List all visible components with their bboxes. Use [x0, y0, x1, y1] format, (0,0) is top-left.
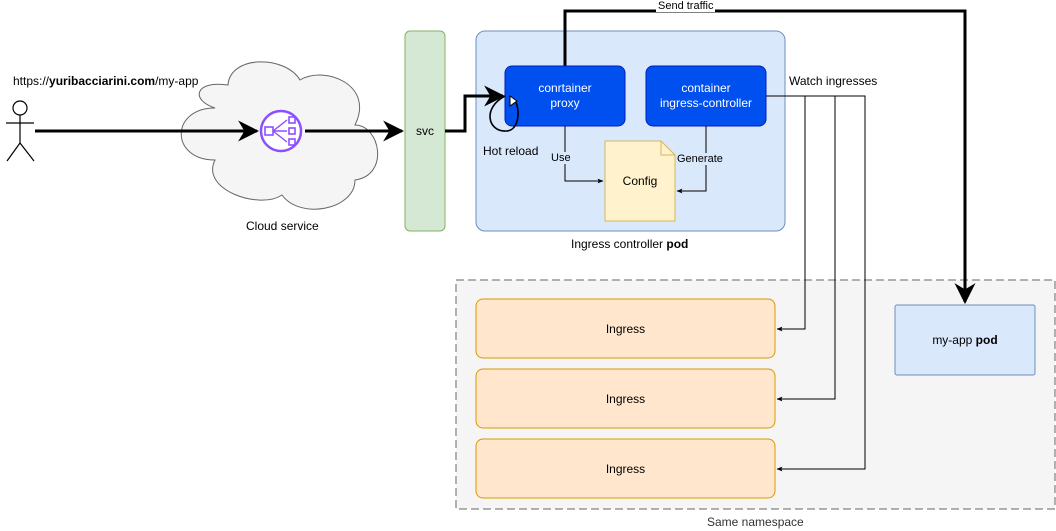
send-traffic-label: Send traffic	[656, 0, 716, 12]
hot-reload-loop	[489, 95, 519, 132]
ingress-label-2: Ingress	[605, 391, 646, 406]
hot-reload-label: Hot reload	[483, 144, 539, 158]
arrow-svc-to-proxy	[445, 85, 506, 133]
ingress-controller-pod-label: Ingress controller pod	[571, 237, 689, 251]
controller-label-line2: ingress-controller	[659, 96, 753, 110]
ingress-box-1[interactable]	[475, 298, 776, 359]
use-label: Use	[551, 152, 571, 164]
config-label: Config	[622, 174, 658, 188]
config-note[interactable]	[604, 140, 676, 222]
ingress-label-3: Ingress	[605, 461, 646, 476]
arrow-use	[564, 126, 604, 184]
proxy-label-line2: proxy	[550, 96, 580, 110]
controller-label-line1: container	[681, 81, 731, 95]
arrow-send-traffic	[563, 9, 976, 305]
my-app-pod-box[interactable]	[894, 304, 1036, 376]
same-namespace-label: Same namespace	[707, 515, 804, 529]
controller-label: container ingress-controller	[646, 66, 766, 126]
my-app-pod-label: my-app pod	[932, 333, 998, 347]
ingress-box-2[interactable]	[475, 368, 776, 429]
load-balancer-icon	[259, 109, 303, 153]
person-icon	[6, 100, 35, 162]
watch-ingresses-label: Watch ingresses	[789, 74, 878, 88]
svc-label: svc	[416, 124, 434, 138]
proxy-label-line1: conrtainer	[538, 81, 592, 95]
proxy-label: conrtainer proxy	[505, 66, 625, 126]
watch-ingresses-arrows	[766, 95, 866, 472]
hot-reload-arrowhead	[509, 95, 518, 107]
ingress-box-3[interactable]	[475, 438, 776, 499]
arrow-generate	[676, 126, 707, 194]
url-label: https://yuribacciarini.com/my-app	[13, 74, 199, 88]
generate-label: Generate	[677, 153, 723, 165]
ingress-label-1: Ingress	[605, 321, 646, 336]
cloud-service-label: Cloud service	[246, 219, 319, 233]
